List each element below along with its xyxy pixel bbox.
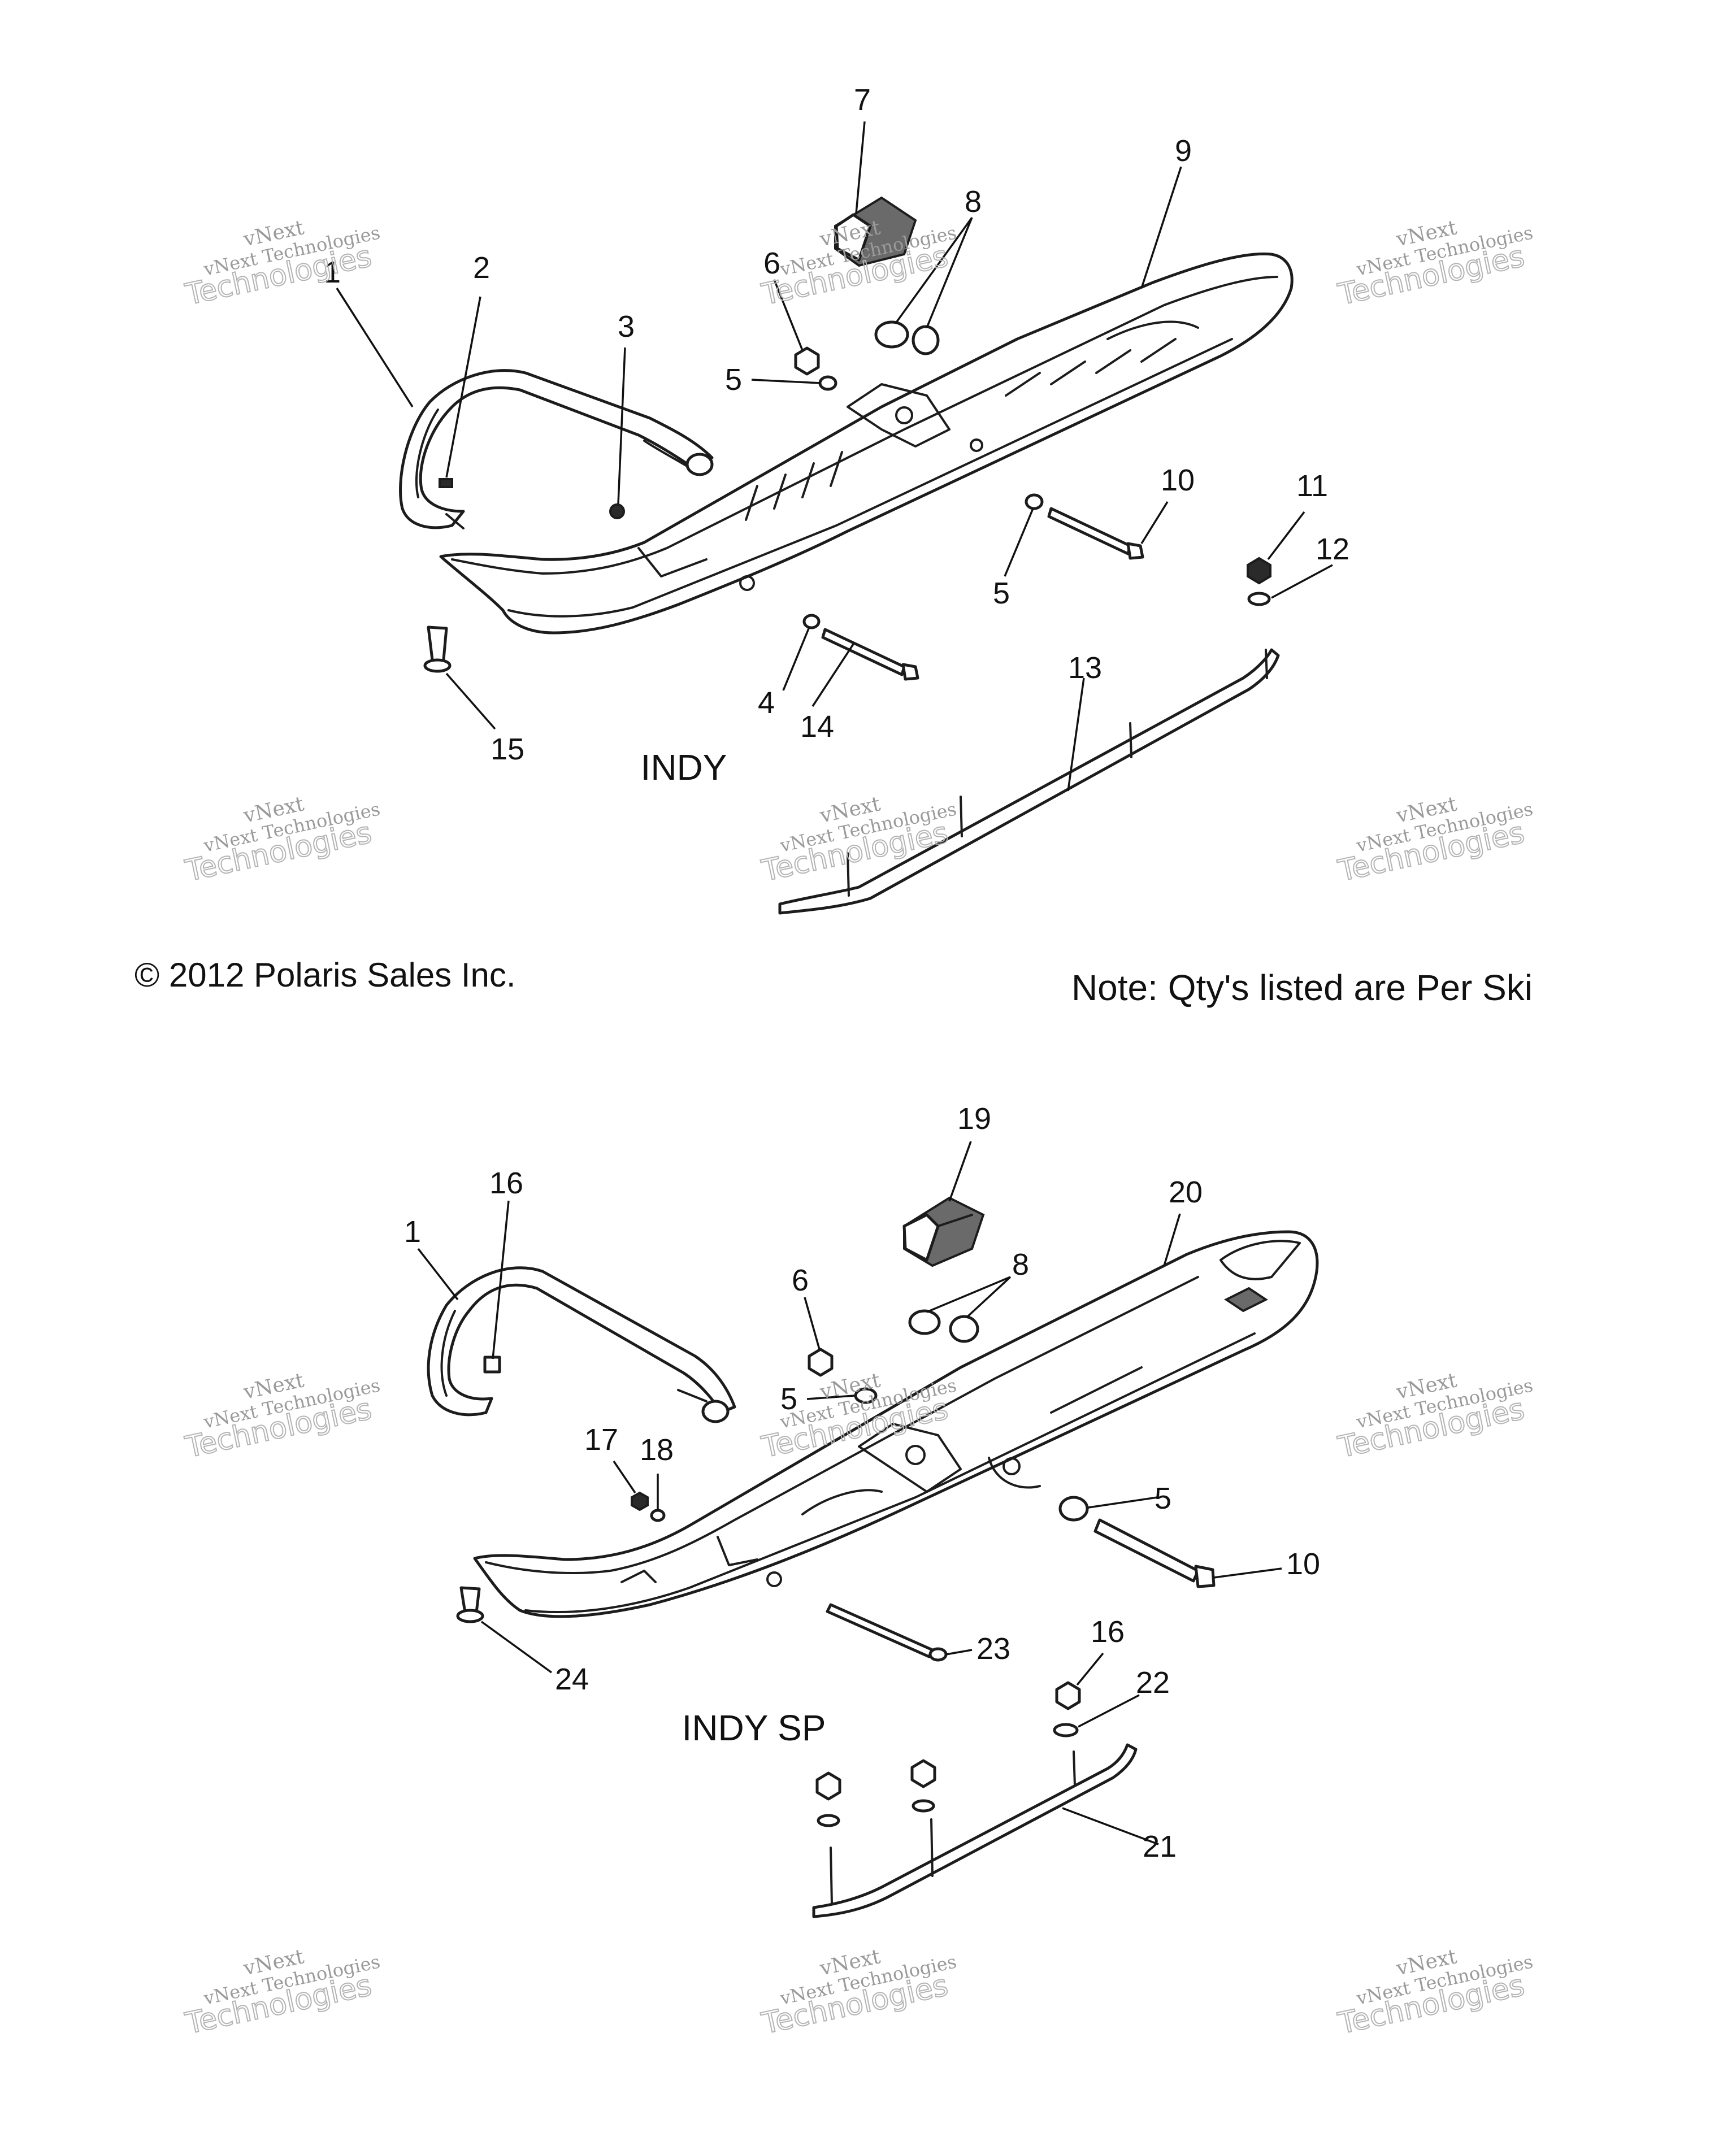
indy-leader-lines	[336, 121, 1333, 792]
view-title-indy: INDY	[641, 747, 727, 788]
callout-23: 23	[976, 1632, 1010, 1666]
retaining-clip	[439, 478, 453, 488]
bushing-b	[912, 325, 940, 355]
callout-6-sp: 6	[792, 1263, 809, 1297]
watermark: vNext vNext Technologies Technologies	[1335, 1369, 1535, 1465]
indy-sp-leader-lines	[417, 1141, 1282, 1845]
lock-nut-small	[609, 503, 625, 519]
washer-runner-a	[817, 1814, 840, 1827]
clip-16-sp	[483, 1356, 501, 1374]
callout-2: 2	[473, 251, 490, 285]
watermark: vNext vNext Technologies Technologies	[182, 1369, 382, 1465]
callout-5a-sp: 5	[780, 1382, 797, 1416]
washer-5b-sp	[1058, 1496, 1089, 1522]
nut-11	[1247, 557, 1271, 585]
callout-8-sp: 8	[1012, 1248, 1029, 1281]
indy-sp-callouts: 1 16 5 5 6 8 17 18 19 20 10 23 24 16 22 …	[404, 1102, 1320, 1863]
callout-22: 22	[1136, 1666, 1170, 1700]
callout-12: 12	[1316, 532, 1349, 566]
callout-6: 6	[763, 246, 780, 280]
washer-5a-sp	[854, 1387, 878, 1404]
watermark: vNext vNext Technologies Technologies	[1335, 792, 1535, 889]
indy-callouts: 1 2 3 4 5 5 6 7 8 9 10 11 12 13 14 15	[324, 83, 1349, 766]
bushing-a	[874, 320, 909, 349]
washer-5a-top	[818, 375, 837, 391]
nut-16-sp	[1055, 1681, 1081, 1710]
bolt-14-top	[821, 628, 919, 681]
watermark: vNext vNext Technologies Technologies	[182, 792, 382, 889]
callout-17: 17	[584, 1423, 618, 1457]
bushing-a-sp	[908, 1309, 941, 1335]
wear-block-sp	[902, 1196, 985, 1267]
callout-9: 9	[1175, 134, 1192, 168]
wear-block-top	[834, 196, 917, 267]
washer-4-top	[802, 614, 821, 629]
callout-16-sp: 16	[489, 1166, 523, 1200]
ski-loop-handle-sp[interactable]	[427, 1266, 736, 1423]
view-title-indy-sp: INDY SP	[682, 1708, 826, 1748]
indy-assembly: 1 2 3 4 5 5 6 7 8 9 10 11 12 13 14 15 IN…	[324, 83, 1349, 915]
callout-19: 19	[957, 1102, 991, 1136]
ski-body-indy[interactable]	[439, 252, 1294, 635]
callout-1-sp: 1	[404, 1215, 421, 1249]
callout-7: 7	[854, 83, 871, 117]
callout-11: 11	[1296, 469, 1328, 503]
ski-body-indy-sp[interactable]	[473, 1230, 1319, 1618]
washer-runner-b	[912, 1799, 935, 1813]
nut-runner-b	[910, 1759, 936, 1788]
washer-22	[1053, 1723, 1079, 1737]
watermark: vNext vNext Technologies Technologies	[758, 1945, 958, 2041]
callout-3: 3	[618, 310, 635, 344]
screw-24	[456, 1586, 484, 1623]
screw-15	[423, 625, 452, 673]
callout-15: 15	[491, 732, 524, 766]
indy-sp-assembly: 1 16 5 5 6 8 17 18 19 20 10 23 24 16 22 …	[404, 1102, 1320, 1918]
callout-18: 18	[640, 1433, 674, 1467]
callout-5a: 5	[725, 363, 742, 397]
watermark: vNext vNext Technologies Technologies	[182, 1945, 382, 2041]
quantity-note: Note: Qty's listed are Per Ski	[1071, 967, 1533, 1008]
hex-nut-6-sp	[808, 1348, 834, 1377]
carbide-runner-21	[812, 1743, 1138, 1918]
washer-12	[1247, 592, 1271, 606]
callout-5b: 5	[993, 576, 1010, 610]
nut-runner-a	[815, 1771, 841, 1801]
ski-loop-handle[interactable]	[399, 369, 714, 529]
watermark: vNext vNext Technologies Technologies	[1335, 1945, 1535, 2041]
carbide-runner-13	[778, 648, 1280, 915]
bolt-10-top	[1047, 507, 1144, 560]
nut-17	[631, 1491, 649, 1511]
callout-21: 21	[1143, 1830, 1177, 1863]
callout-20: 20	[1169, 1175, 1203, 1209]
callout-10-sp: 10	[1286, 1547, 1320, 1581]
callout-13: 13	[1068, 651, 1102, 685]
watermark: vNext vNext Technologies Technologies	[758, 792, 958, 889]
hex-nut-6-top	[794, 346, 820, 376]
callout-4: 4	[758, 686, 775, 720]
bolt-23-sp	[826, 1603, 948, 1662]
callout-1: 1	[324, 255, 341, 289]
watermark: vNext vNext Technologies Technologies	[182, 216, 382, 312]
callout-24: 24	[555, 1662, 589, 1696]
bushing-b-sp	[949, 1315, 979, 1343]
callout-8: 8	[965, 185, 982, 219]
washer-5b-top	[1025, 493, 1044, 510]
washer-18	[650, 1509, 666, 1522]
callout-16b-sp: 16	[1091, 1615, 1125, 1649]
watermark: vNext vNext Technologies Technologies	[1335, 216, 1535, 312]
callout-10: 10	[1161, 463, 1195, 497]
callout-5b-sp: 5	[1155, 1482, 1171, 1515]
bolt-10-sp	[1093, 1518, 1216, 1588]
copyright-text: © 2012 Polaris Sales Inc.	[134, 956, 516, 994]
callout-14: 14	[800, 710, 834, 744]
